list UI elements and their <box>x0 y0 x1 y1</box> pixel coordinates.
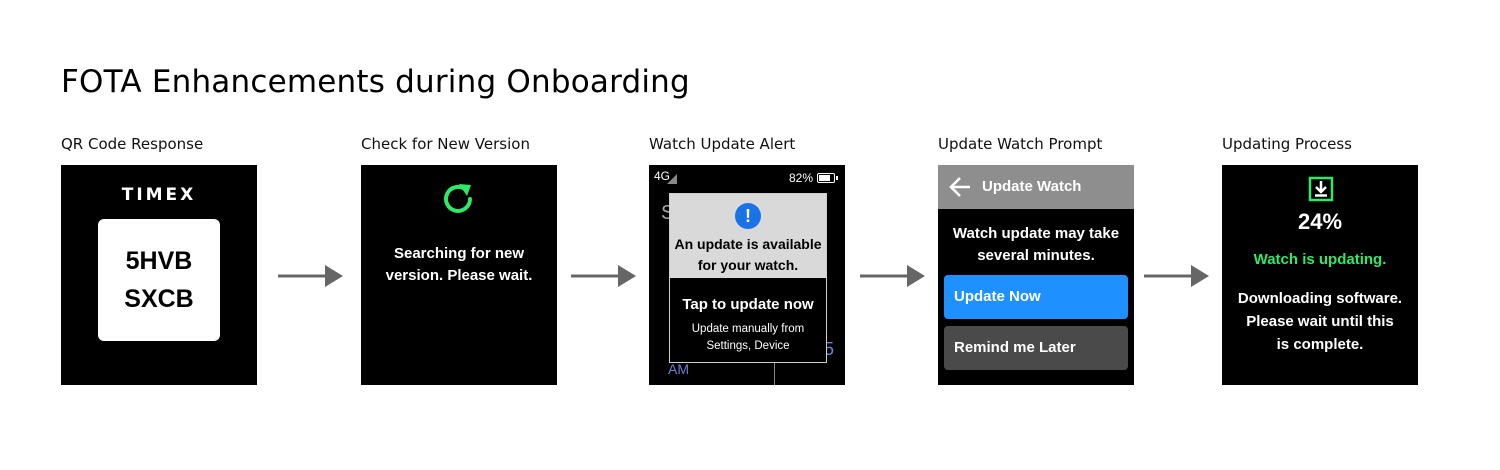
alert-title-line-2: for your watch. <box>697 257 799 273</box>
screen-check-version: Searching for new version. Please wait. <box>361 165 557 385</box>
alert-header: ! An update is available for your watch. <box>670 194 826 278</box>
update-detail-line-2: Please wait until this <box>1246 313 1394 330</box>
battery-icon <box>817 173 838 183</box>
network-indicator: 4G <box>654 169 671 183</box>
screen-qr-code: TIMEX 5HVB SXCB <box>61 165 257 385</box>
timex-logo: TIMEX <box>121 185 197 205</box>
remind-me-later-button[interactable]: Remind me Later <box>944 326 1128 370</box>
alert-title-line-1: An update is available <box>674 236 822 252</box>
searching-message-line-2: version. Please wait. <box>385 267 533 284</box>
flow-arrow-2 <box>571 265 636 287</box>
update-watch-title: Update Watch <box>982 178 1082 195</box>
screen-update-alert: 4G 82% S AM 5 ! An update is available f… <box>649 165 845 385</box>
signal-icon <box>667 174 677 184</box>
alert-icon: ! <box>735 203 761 229</box>
step-label-update-alert: Watch Update Alert <box>649 135 796 153</box>
step-label-updating: Updating Process <box>1222 135 1352 153</box>
step-label-check-version: Check for New Version <box>361 135 530 153</box>
screen-updating: 24% Watch is updating. Downloading softw… <box>1222 165 1418 385</box>
refresh-icon <box>444 184 472 213</box>
update-progress-percent: 24% <box>1297 209 1343 234</box>
alert-title: An update is available for your watch. <box>670 234 826 276</box>
alert-subtext: Update manually from Settings, Device <box>670 321 826 355</box>
searching-message: Searching for new version. Please wait. <box>361 243 557 287</box>
screen-update-prompt: Update Watch Watch update may take sever… <box>938 165 1134 385</box>
battery-percent: 82% <box>788 171 813 185</box>
step-label-update-prompt: Update Watch Prompt <box>938 135 1103 153</box>
tap-to-update-button[interactable]: Tap to update now <box>682 296 814 313</box>
flow-arrow-1 <box>278 265 343 287</box>
status-bar: 4G 82% <box>649 165 845 191</box>
step-label-qr-code: QR Code Response <box>61 135 204 153</box>
download-icon <box>1308 176 1334 202</box>
background-am: AM <box>668 361 689 377</box>
update-detail-message: Downloading software. Please wait until … <box>1222 287 1418 356</box>
pairing-code-line-2: SXCB <box>124 285 194 313</box>
update-alert-dialog[interactable]: ! An update is available for your watch.… <box>669 193 827 363</box>
background-digit: 5 <box>824 339 835 359</box>
page-title: FOTA Enhancements during Onboarding <box>61 64 690 100</box>
update-detail-line-3: is complete. <box>1276 336 1364 353</box>
update-duration-message: Watch update may take several minutes. <box>938 223 1134 267</box>
alert-subtext-line-2: Settings, Device <box>706 340 790 352</box>
update-now-button[interactable]: Update Now <box>944 275 1128 319</box>
flow-arrow-4 <box>1144 265 1209 287</box>
alert-subtext-line-1: Update manually from <box>691 323 805 335</box>
flow-arrow-3 <box>860 265 925 287</box>
update-watch-header: Update Watch <box>938 165 1134 209</box>
update-duration-line-1: Watch update may take <box>952 225 1120 242</box>
update-detail-line-1: Downloading software. <box>1237 290 1403 307</box>
searching-message-line-1: Searching for new <box>393 245 525 262</box>
pairing-code-line-1: 5HVB <box>125 247 193 275</box>
update-status: Watch is updating. <box>1253 251 1387 268</box>
back-arrow-icon[interactable] <box>948 175 972 199</box>
pairing-code-card: 5HVB SXCB <box>98 219 220 341</box>
update-duration-line-2: several minutes. <box>977 247 1095 264</box>
